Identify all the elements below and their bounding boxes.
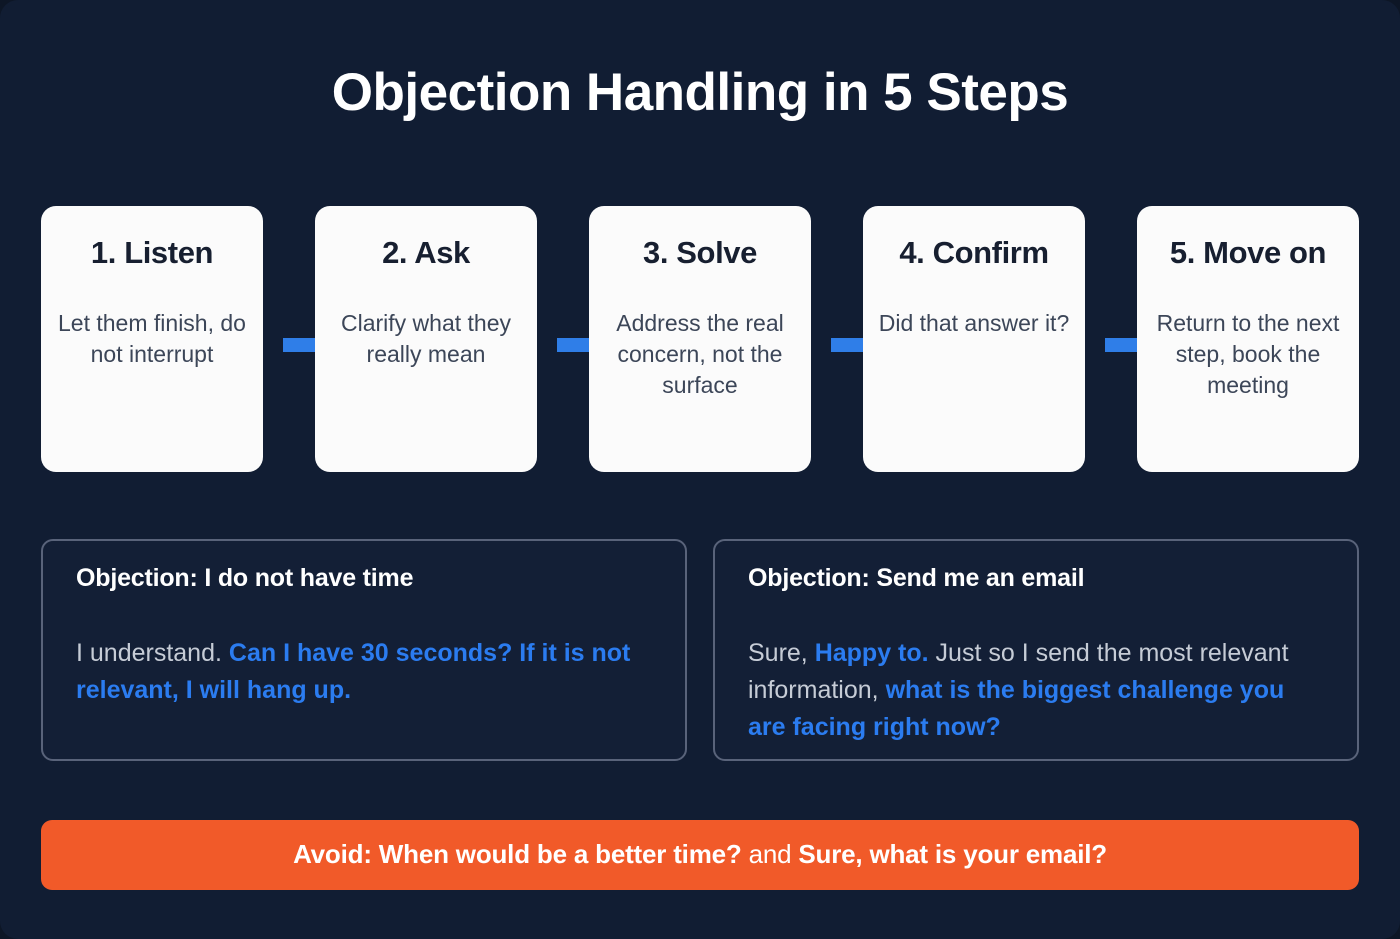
avoid-text: Avoid: When would be a better time? and … [293, 839, 1107, 870]
step-title: 4. Confirm [899, 235, 1049, 270]
steps-row: 1. Listen Let them finish, do not interr… [41, 206, 1359, 472]
reply-plain: Sure, [748, 639, 815, 667]
step-description: Address the real concern, not the surfac… [616, 310, 784, 399]
step-title: 1. Listen [90, 235, 214, 270]
step-card-3: 3. Solve Address the real concern, not t… [589, 206, 811, 472]
reply-highlight-2: what is the biggest challenge you are fa… [748, 675, 1285, 741]
page-title: Objection Handling in 5 Steps [331, 63, 1069, 122]
step-card-2: 2. Ask Clarify what they really mean [315, 206, 537, 472]
step-card-4: 4. Confirm Did that answer it? [863, 206, 1085, 472]
objection-card-send-email: Objection: Send me an email Sure, Happy … [713, 539, 1359, 761]
step-card-1: 1. Listen Let them finish, do not interr… [41, 206, 263, 472]
objection-reply: Sure, Happy to. Just so I send the most … [748, 635, 1327, 745]
avoid-banner: Avoid: When would be a better time? and … [41, 820, 1359, 890]
objection-reply: I understand. Can I have 30 seconds? If … [76, 635, 655, 709]
avoid-label: Avoid: When would be a better time? [293, 839, 742, 870]
step-description: Did that answer it? [878, 310, 1070, 337]
avoid-second-phrase: Sure, what is your email? [798, 839, 1107, 870]
step-description: Clarify what they really mean [340, 310, 511, 368]
reply-highlight: Happy to. [814, 639, 929, 667]
avoid-conjunction: and [741, 839, 799, 870]
step-description: Return to the next step, book the meetin… [1156, 310, 1340, 399]
objection-heading: Objection: Send me an email [748, 564, 1085, 592]
reply-plain: I understand. [76, 639, 229, 667]
step-title: 3. Solve [643, 235, 757, 270]
objection-card-no-time: Objection: I do not have time I understa… [41, 539, 687, 761]
reply-plain-2: Just so I send the most relevant informa… [748, 639, 1289, 704]
step-description: Let them finish, do not interrupt [58, 310, 246, 368]
step-title: 5. Move on [1169, 235, 1327, 270]
step-card-5: 5. Move on Return to the next step, book… [1137, 206, 1359, 472]
reply-highlight: Can I have 30 seconds? If it is not rele… [76, 639, 631, 704]
objection-heading: Objection: I do not have time [76, 564, 414, 592]
step-title: 2. Ask [382, 235, 470, 270]
